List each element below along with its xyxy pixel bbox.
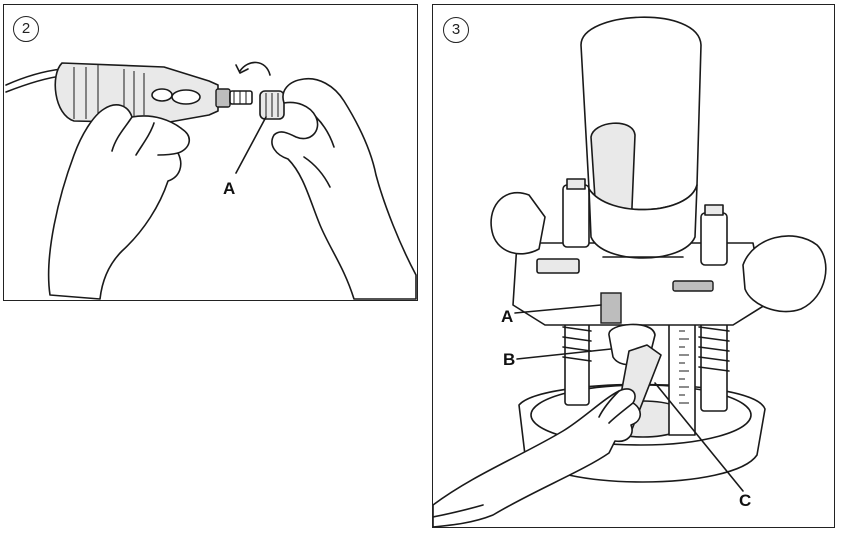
- hand: [433, 388, 642, 527]
- collet-nut: [259, 90, 285, 120]
- leader-line-c: [654, 382, 744, 492]
- right-handle-knob: [700, 204, 827, 313]
- leader-line-a: [235, 116, 267, 174]
- leader-line-a: [514, 304, 602, 314]
- rotary-tool: [54, 62, 253, 124]
- callout-label-a: A: [223, 179, 236, 198]
- left-handle-knob: [490, 178, 590, 255]
- step-number-badge: 2: [13, 16, 39, 42]
- step-3-panel: 3 A B C: [432, 4, 835, 528]
- callout-label-b: B: [503, 350, 516, 369]
- right-hand: [271, 77, 417, 300]
- leader-line-b: [516, 348, 612, 360]
- step-2-panel: 2 A: [3, 4, 418, 301]
- left-hand: [47, 104, 190, 300]
- callout-label-c: C: [739, 491, 752, 510]
- step-3-illustration: [433, 16, 827, 527]
- step-2-illustration: [5, 61, 417, 300]
- step-number-badge: 3: [443, 17, 469, 43]
- router-motor: [580, 16, 702, 259]
- callout-label-a: A: [501, 307, 514, 326]
- spindle-lock: [600, 292, 622, 324]
- rotation-arrow: [239, 61, 271, 76]
